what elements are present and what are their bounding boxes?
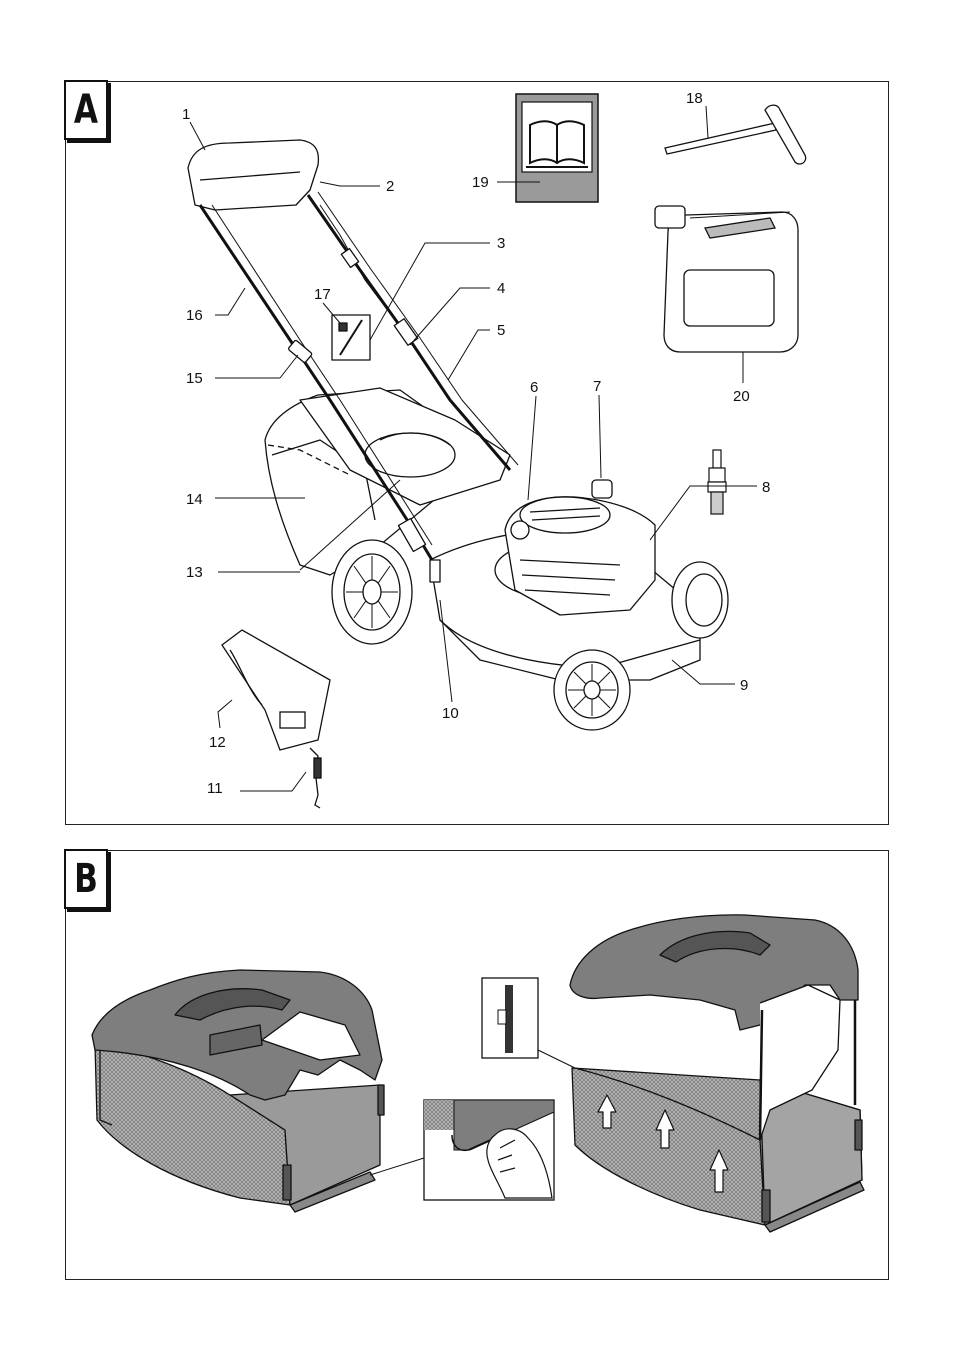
manual-panel: [516, 94, 598, 202]
callout-9: 9: [740, 678, 748, 693]
upper-handle: [188, 140, 318, 210]
callout-20: 20: [733, 389, 750, 404]
callout-2: 2: [386, 179, 394, 194]
front-wheel-far: [672, 562, 728, 638]
callout-6: 6: [530, 380, 538, 395]
callout-3: 3: [497, 236, 505, 251]
mulching-plug: [222, 630, 330, 750]
spark-plug: [708, 450, 726, 514]
spring: [310, 748, 321, 808]
callout-14: 14: [186, 492, 203, 507]
callout-4: 4: [497, 281, 505, 296]
callout-19: 19: [472, 175, 489, 190]
callout-15: 15: [186, 371, 203, 386]
grass-catcher-right: [570, 915, 864, 1232]
callout-8: 8: [762, 480, 770, 495]
callout-12: 12: [209, 735, 226, 750]
callout-16: 16: [186, 308, 203, 323]
lawn-mower: [188, 140, 728, 730]
rear-wheel: [332, 540, 412, 644]
clip-inset: [482, 978, 575, 1068]
callout-11: 11: [207, 781, 223, 796]
front-wheel: [554, 650, 630, 730]
callout-10: 10: [442, 706, 459, 721]
callout-17: 17: [314, 287, 331, 302]
spark-plug-wrench: [665, 105, 806, 164]
grass-catcher-left: [92, 970, 384, 1212]
zoom-inset: [370, 1100, 554, 1200]
callout-5: 5: [497, 323, 505, 338]
callout-18: 18: [686, 91, 703, 106]
fuel-can: [655, 206, 798, 352]
callout-7: 7: [593, 379, 601, 394]
callout-1: 1: [182, 107, 190, 122]
callout-13: 13: [186, 565, 203, 580]
